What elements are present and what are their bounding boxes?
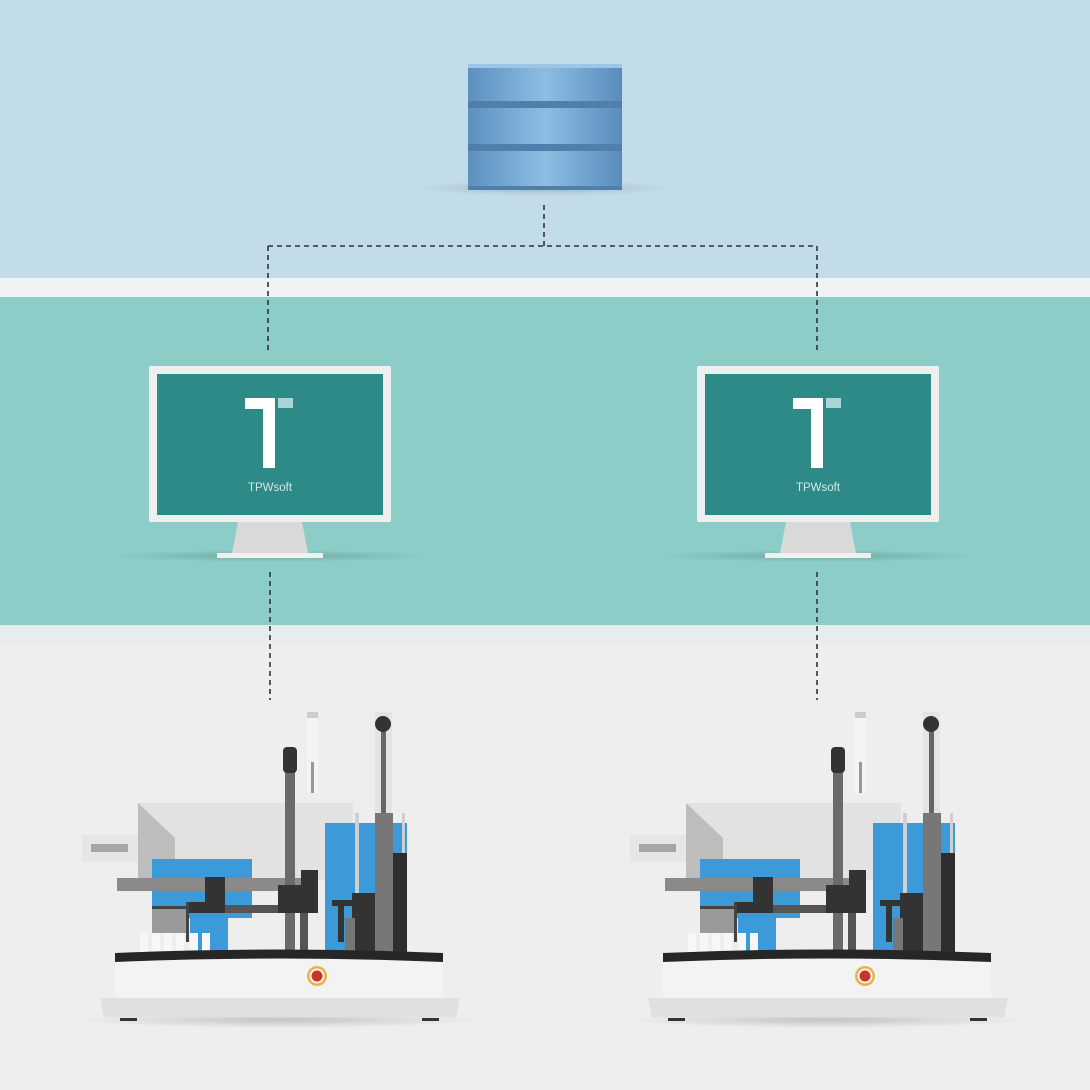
band-divider	[0, 278, 1090, 297]
tpwsoft-logo-icon	[245, 398, 293, 468]
band-divider	[0, 625, 1090, 647]
database-icon	[415, 64, 675, 196]
workstation-monitor: TPWsoft	[110, 366, 430, 562]
workstation-monitor: TPWsoft	[658, 366, 978, 562]
brand-label: TPWsoft	[248, 482, 293, 494]
lab-instrument-icon	[80, 712, 480, 1028]
network-connectors	[267, 205, 818, 700]
tpwsoft-logo-icon	[793, 398, 841, 468]
power-button	[307, 966, 327, 986]
power-button	[855, 966, 875, 986]
lab-instrument-icon	[628, 712, 1028, 1028]
brand-label: TPWsoft	[796, 482, 841, 494]
